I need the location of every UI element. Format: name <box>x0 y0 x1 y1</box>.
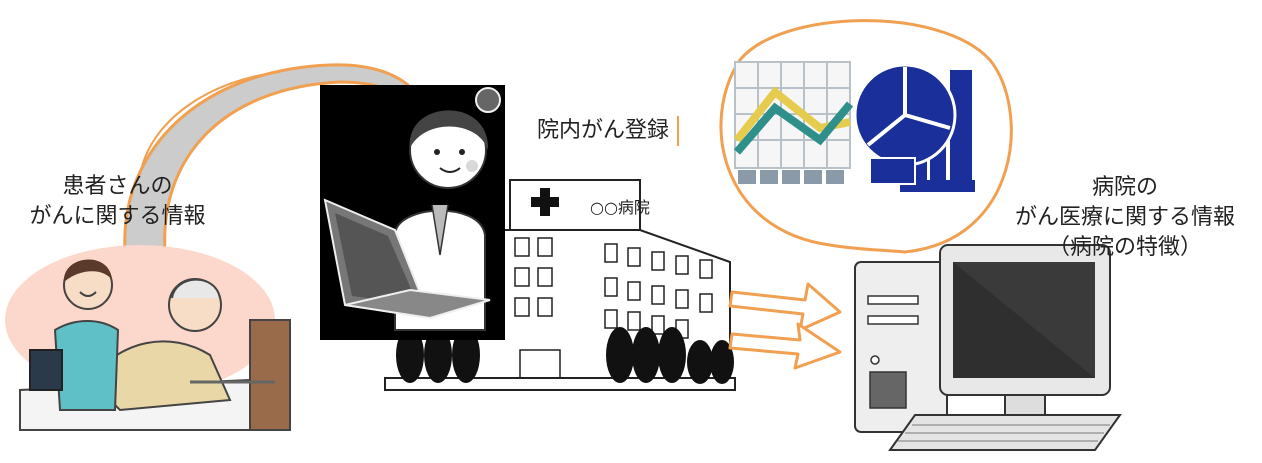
doctor-laptop-illustration <box>320 85 505 340</box>
hospital-building-illustration: ○○病院 <box>384 179 736 391</box>
registry-label: 院内がん登録 <box>537 116 680 146</box>
upper-arrow <box>728 282 842 332</box>
hospital-info-label: 病院の がん医療に関する情報 （病院の特徴） <box>990 173 1260 263</box>
patient-info-label: 患者さんの がんに関する情報 <box>5 172 230 232</box>
registry-text: 院内がん登録 <box>537 118 670 143</box>
hospital-sign: ○○病院 <box>590 198 650 217</box>
desktop-computer-illustration <box>854 244 1122 451</box>
flow-arrows <box>728 282 842 370</box>
hospital-info-line2: がん医療に関する情報 <box>1014 205 1235 230</box>
line-chart-icon <box>733 61 854 184</box>
patient-info-line1: 患者さんの <box>62 174 173 199</box>
patient-nurse-illustration <box>5 245 291 431</box>
lower-arrow <box>728 322 842 370</box>
hospital-info-line1: 病院の <box>1091 175 1158 200</box>
hospital-info-line3: （病院の特徴） <box>1047 235 1202 260</box>
patient-info-line2: がんに関する情報 <box>29 204 206 229</box>
pie-chart-icon <box>853 63 975 192</box>
